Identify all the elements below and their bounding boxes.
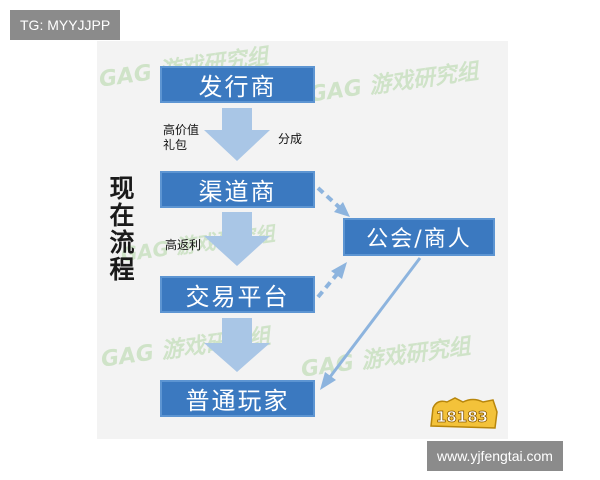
site-logo: 18183 <box>430 397 498 429</box>
bottom-right-tag: www.yjfengtai.com <box>427 441 563 471</box>
svg-text:18183: 18183 <box>436 408 488 426</box>
node-guild-merchant: 公会/商人 <box>343 218 495 256</box>
side-title: 现在流程 <box>109 174 135 284</box>
edge-label-gift-pack: 高价值礼包 <box>163 123 200 152</box>
edge-label-high-rebate: 高返利 <box>165 238 202 252</box>
edge-label-revenue-share: 分成 <box>278 132 303 146</box>
top-left-tag: TG: MYYJJPP <box>10 10 121 40</box>
node-trading-platform: 交易平台 <box>160 276 315 313</box>
node-channel: 渠道商 <box>160 171 315 208</box>
node-publisher: 发行商 <box>160 66 315 103</box>
node-player: 普通玩家 <box>160 380 315 417</box>
